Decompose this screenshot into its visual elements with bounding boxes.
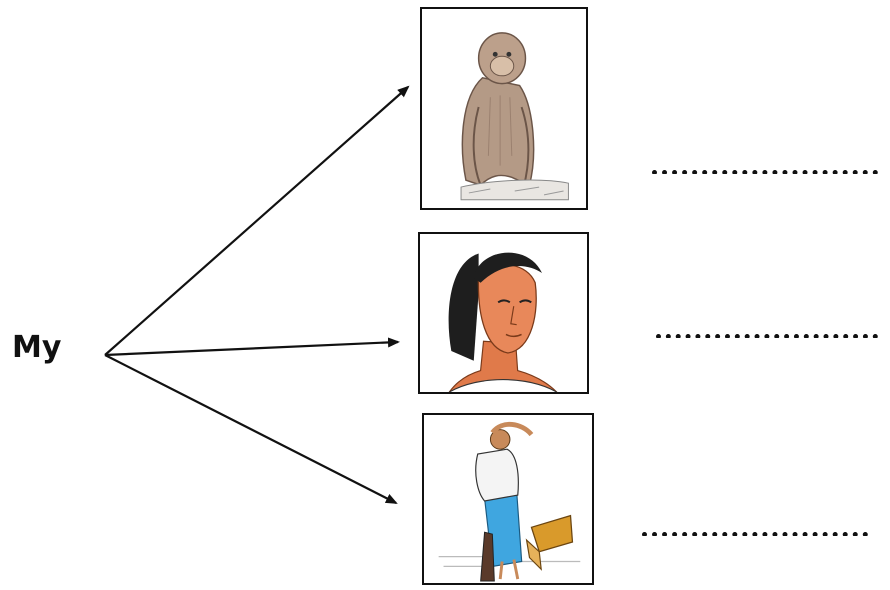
my-label: My xyxy=(12,330,62,365)
answer-blank-1[interactable] xyxy=(652,164,878,174)
arrow-to-girl xyxy=(104,337,400,357)
answer-blank-2[interactable] xyxy=(656,328,878,338)
girl-face-icon xyxy=(448,252,558,392)
answer-blank-3[interactable] xyxy=(642,526,868,536)
monkey-picture-card[interactable] xyxy=(420,7,588,210)
girl-picture-card[interactable] xyxy=(418,232,589,394)
arrow-to-monkey xyxy=(104,85,410,356)
boy-picture-card[interactable] xyxy=(422,413,594,585)
monkey-icon xyxy=(460,32,569,201)
boy-tripping-icon xyxy=(438,421,581,582)
arrow-to-boy xyxy=(104,354,398,504)
